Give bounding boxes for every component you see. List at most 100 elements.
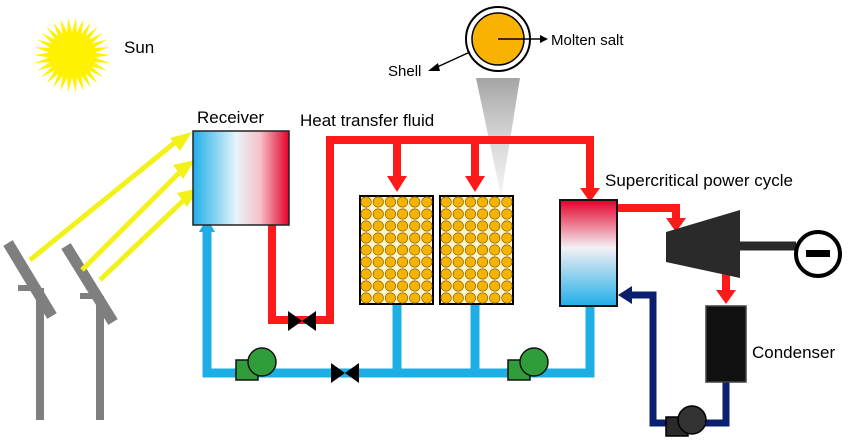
capsule (421, 244, 433, 256)
capsule (372, 244, 384, 256)
capsule (489, 292, 501, 304)
return-arrowhead (618, 286, 632, 304)
hot-arrow-tank1 (387, 176, 407, 192)
capsule (501, 244, 513, 256)
heliostat-2 (61, 243, 118, 420)
heliostat-1 (3, 240, 57, 420)
capsule (360, 292, 372, 304)
capsule (421, 292, 433, 304)
capsule (384, 280, 396, 292)
storage-tank-1 (359, 195, 434, 305)
sun-disk (49, 32, 95, 78)
capsule (384, 244, 396, 256)
capsule (360, 232, 372, 244)
return-line (628, 291, 730, 427)
capsule (489, 208, 501, 220)
capsule (489, 244, 501, 256)
capsule (477, 232, 489, 244)
capsule (489, 256, 501, 268)
capsule (409, 196, 421, 208)
capsule (372, 208, 384, 220)
capsule (464, 292, 476, 304)
capsule (489, 268, 501, 280)
valve-hot (288, 311, 316, 331)
capsule (452, 280, 464, 292)
hot-arrow-condenser (716, 290, 736, 304)
tank-2-capsules (440, 196, 513, 304)
hot-line-turbine (617, 204, 680, 220)
tank-1-capsules (360, 196, 433, 304)
capsule (397, 208, 409, 220)
capsule (384, 268, 396, 280)
capsule (372, 280, 384, 292)
power-cycle-label: Supercritical power cycle (605, 171, 793, 190)
hot-arrow-turbine (666, 218, 686, 232)
reflected-rays (28, 138, 188, 282)
shell-pointer (434, 51, 471, 69)
capsule (421, 232, 433, 244)
capsule (360, 280, 372, 292)
capsule (440, 196, 452, 208)
capsule (372, 256, 384, 268)
capsule (409, 280, 421, 292)
capsule (421, 196, 433, 208)
capsule (409, 256, 421, 268)
capsule (464, 256, 476, 268)
heliostats (3, 240, 118, 420)
sun (34, 17, 110, 93)
capsule (384, 232, 396, 244)
capsule (501, 292, 513, 304)
capsule (501, 256, 513, 268)
capsule (464, 268, 476, 280)
capsule (397, 244, 409, 256)
capsule (384, 220, 396, 232)
capsule (477, 244, 489, 256)
capsule (489, 220, 501, 232)
capsule (409, 244, 421, 256)
capsule (421, 208, 433, 220)
capsule-detail (428, 6, 548, 72)
capsule (477, 280, 489, 292)
sun-label: Sun (124, 38, 154, 57)
heat-exchanger (559, 199, 618, 307)
capsule (440, 280, 452, 292)
capsule (440, 232, 452, 244)
condenser (705, 305, 747, 383)
receiver-label: Receiver (197, 108, 264, 127)
capsule (452, 220, 464, 232)
pump-1 (235, 347, 277, 381)
capsule (372, 268, 384, 280)
pump-3 (665, 405, 707, 437)
capsule (477, 220, 489, 232)
capsule (477, 268, 489, 280)
storage-tank-2 (439, 195, 514, 305)
capsule (397, 292, 409, 304)
capsule (440, 256, 452, 268)
capsule (360, 268, 372, 280)
capsule (440, 244, 452, 256)
capsule (477, 256, 489, 268)
capsule (489, 280, 501, 292)
capsule (360, 244, 372, 256)
molten-salt-label: Molten salt (551, 32, 624, 49)
capsule (397, 256, 409, 268)
capsule (409, 292, 421, 304)
capsule (409, 208, 421, 220)
capsule (440, 220, 452, 232)
capsule (452, 256, 464, 268)
valve-cold (331, 363, 359, 383)
capsule (397, 232, 409, 244)
cold-htf-line (202, 224, 595, 378)
capsule (464, 196, 476, 208)
capsule (421, 220, 433, 232)
hot-arrow-hx (580, 188, 600, 202)
capsule (360, 256, 372, 268)
capsule (360, 208, 372, 220)
pump-2 (507, 347, 549, 381)
capsule (384, 292, 396, 304)
shell-label: Shell (388, 63, 421, 80)
capsule (452, 268, 464, 280)
capsule (384, 208, 396, 220)
capsule (452, 244, 464, 256)
